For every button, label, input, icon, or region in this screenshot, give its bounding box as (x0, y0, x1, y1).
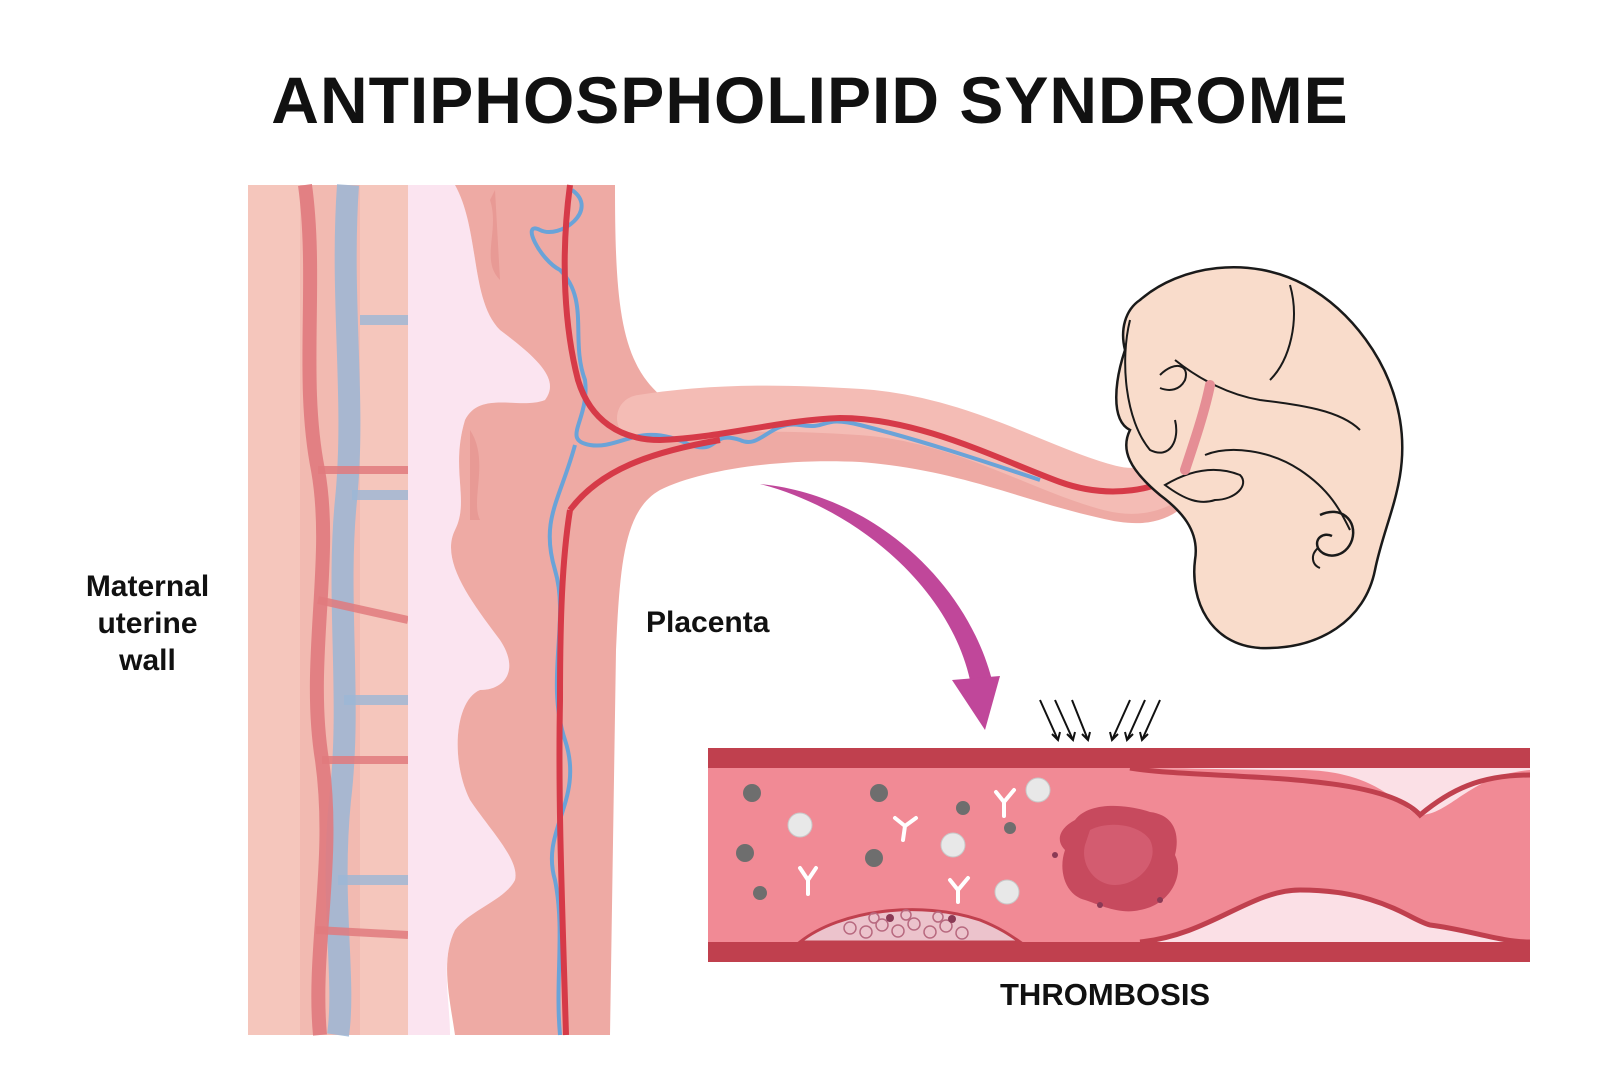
magnify-arrow (760, 484, 1000, 730)
decidua-layer (408, 185, 550, 1035)
blood-vessel (708, 748, 1531, 962)
uterine-label-line1: Maternal (85, 570, 210, 603)
placental-artery (556, 184, 1187, 1036)
uterine-label-line2: uterine (97, 607, 198, 640)
pressure-arrows (1039, 699, 1161, 742)
uterine-label-line3: wall (119, 644, 176, 677)
fetus-illustration (1115, 266, 1404, 650)
uterine-wall (248, 184, 409, 1037)
uterine-wall-label: Maternal uterine wall (60, 568, 235, 679)
placenta-label: Placenta (646, 606, 770, 639)
page-title: ANTIPHOSPHOLIPID SYNDROME (271, 63, 1349, 137)
thrombosis-label: THROMBOSIS (1000, 977, 1211, 1012)
